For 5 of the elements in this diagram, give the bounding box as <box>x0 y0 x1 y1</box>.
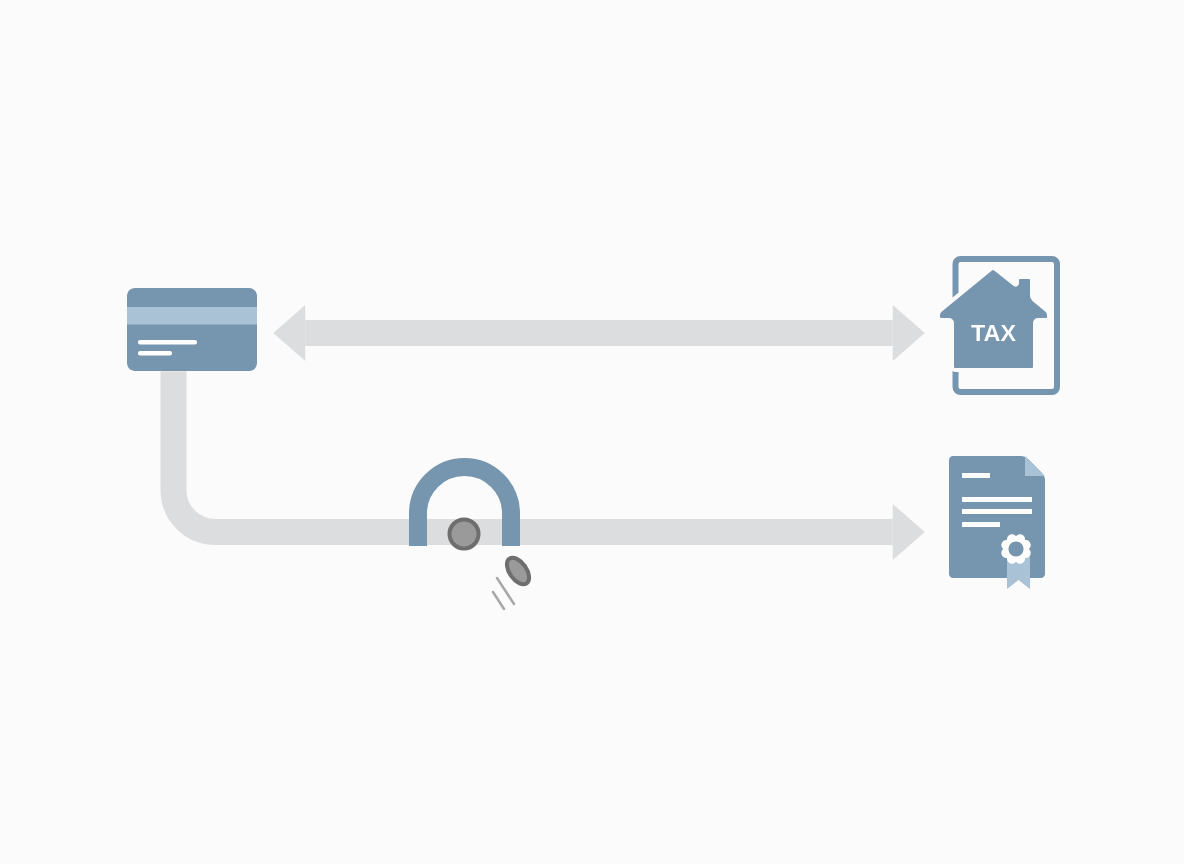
arrow <box>160 371 925 560</box>
certificate-icon <box>949 456 1045 589</box>
credit-card-icon <box>127 288 257 371</box>
double-arrow <box>273 305 925 361</box>
tax-document: TAX <box>936 256 1060 395</box>
